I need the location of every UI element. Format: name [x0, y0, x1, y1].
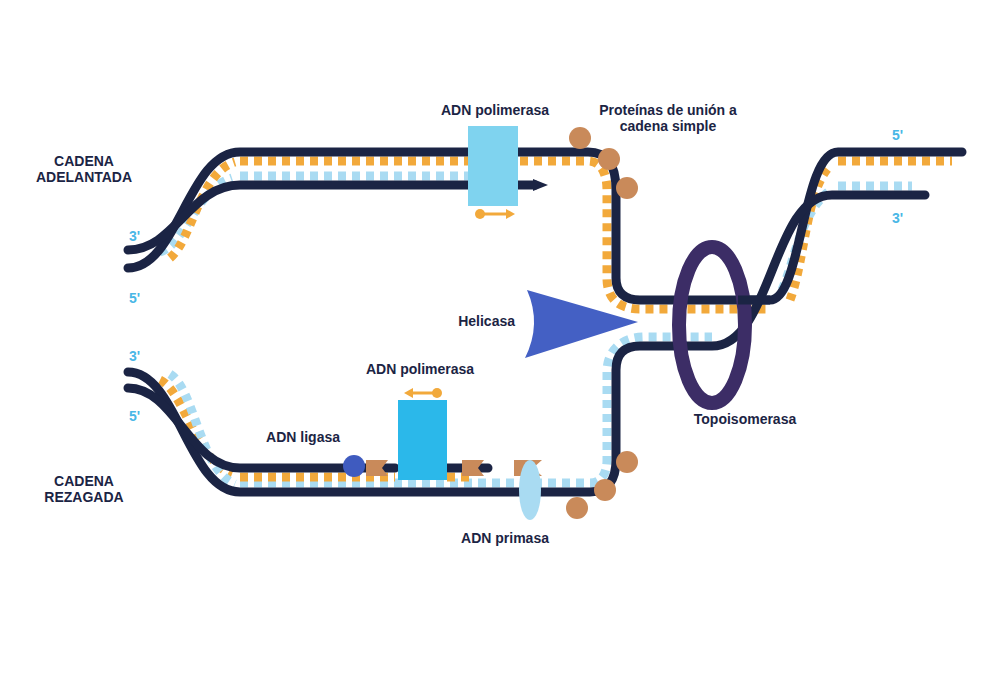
enzyme-label: ADN polimerasa — [420, 102, 570, 118]
enzyme-label: ADN primasa — [430, 530, 580, 546]
arrow-head — [506, 209, 515, 219]
strand-tip — [533, 179, 548, 191]
template-strand — [128, 152, 962, 300]
protein-label: Proteínas de unión a cadena simple — [598, 102, 738, 134]
ssb-protein — [616, 451, 638, 473]
rna-primer — [366, 460, 388, 476]
enzyme-label: ADN ligasa — [200, 429, 340, 445]
enzyme-label: Topoisomerasa — [670, 411, 820, 427]
end-label: 5' — [129, 408, 159, 424]
enzyme-label: Helicasa — [395, 313, 515, 329]
base-ticks — [240, 172, 470, 181]
strand-label: CADENA ADELANTADA — [25, 153, 143, 185]
template-strand — [128, 195, 925, 492]
ssb-protein — [616, 177, 638, 199]
direction-arrow — [404, 388, 442, 398]
dna-polymerase — [468, 126, 518, 206]
ssb-protein — [569, 127, 591, 149]
base-ticks — [838, 182, 912, 191]
base-ticks — [838, 157, 952, 166]
ssb-protein — [594, 479, 616, 501]
end-label: 3' — [892, 210, 922, 226]
template-strand — [738, 296, 770, 305]
arrow-dot — [475, 209, 485, 219]
base-ticks — [240, 337, 712, 483]
end-label: 3' — [129, 348, 159, 364]
topoisomerase-ring — [679, 247, 745, 403]
dna-ligase — [343, 455, 365, 477]
dna-primase — [519, 460, 541, 520]
helicase-wedge — [525, 290, 638, 358]
rna-primer — [462, 460, 484, 476]
arrow-head — [404, 388, 413, 398]
end-label: 5' — [129, 290, 159, 306]
ssb-protein — [598, 148, 620, 170]
ssb-protein — [566, 497, 588, 519]
dna-polymerase — [398, 400, 447, 480]
strand-label: CADENA REZAGADA — [25, 473, 143, 505]
end-label: 3' — [129, 228, 159, 244]
arrow-dot — [432, 388, 442, 398]
enzyme-label: ADN polimerasa — [345, 361, 495, 377]
direction-arrow — [475, 209, 515, 219]
end-label: 5' — [892, 127, 922, 143]
